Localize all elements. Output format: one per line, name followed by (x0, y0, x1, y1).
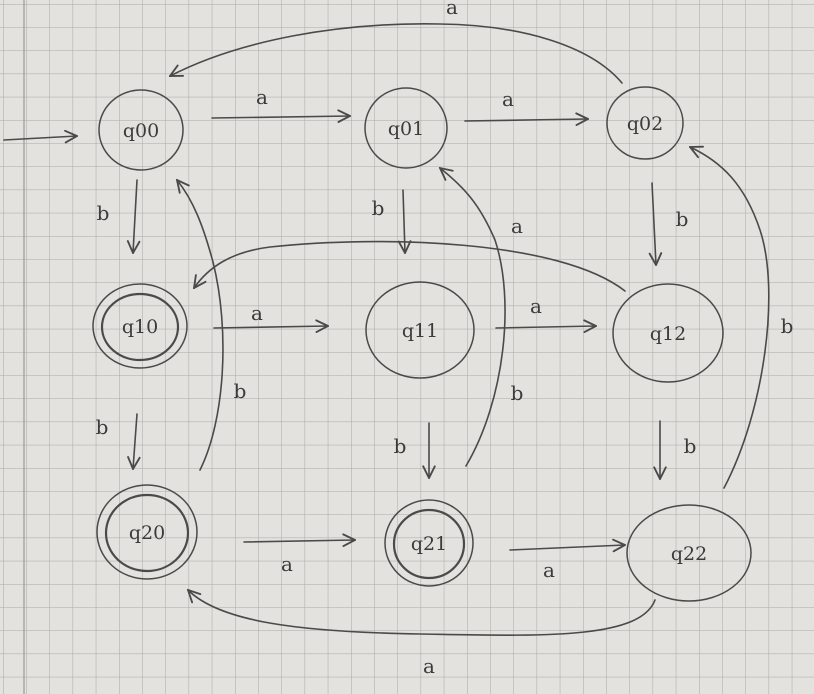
state-label: q11 (402, 320, 438, 342)
state-label: q10 (122, 316, 158, 338)
transition-symbol-q20-q21: a (281, 552, 293, 576)
transition-q00-q01 (211, 116, 350, 118)
transition-q02-q00 (170, 23, 623, 84)
transition-symbol-q01-q02: a (502, 87, 514, 111)
accepting-ring (392, 508, 466, 580)
state-q12: q12 (612, 283, 724, 383)
transition-symbol-q00-q10: b (97, 201, 110, 225)
transition-symbol-q10-q11: a (251, 301, 263, 325)
transition-q10-q11 (213, 326, 328, 328)
transition-symbol-q02-q00: a (446, 0, 458, 19)
transition-symbol-q12-q22: b (684, 434, 697, 458)
transition-q02-q12 (652, 182, 656, 265)
state-label: q01 (388, 118, 424, 140)
transition-symbol-q10-q20: b (96, 415, 109, 439)
transition-q21-q01 (440, 168, 506, 467)
transition-q20-q21 (243, 540, 355, 542)
transition-q22-q20 (188, 590, 656, 636)
state-circle (612, 283, 724, 383)
transition-symbol-q02-q12: b (676, 207, 689, 231)
start-arrow (3, 136, 77, 140)
state-label: q20 (129, 522, 165, 544)
transition-q11-q12 (495, 326, 596, 328)
state-q01: q01 (364, 87, 448, 169)
state-q22: q22 (626, 504, 752, 602)
state-label: q02 (627, 113, 663, 135)
state-circle (98, 89, 184, 171)
state-label: q22 (671, 543, 707, 565)
transition-symbol-q01-q11: b (372, 196, 385, 220)
transition-symbol-q20-q00: b (234, 379, 247, 403)
state-circle (364, 87, 448, 169)
transition-q00-q10 (133, 179, 137, 253)
state-circle (384, 499, 474, 587)
transition-q01-q02 (464, 119, 588, 121)
transition-q21-q22 (509, 545, 625, 550)
transition-symbol-q21-q22: a (543, 558, 555, 582)
transition-q12-q10 (194, 240, 626, 292)
state-q10: q10 (92, 283, 188, 369)
state-label: q00 (123, 120, 159, 142)
transition-symbol-q11-q12: a (530, 294, 542, 318)
transition-symbol-q12-q10: a (511, 214, 523, 238)
state-q11: q11 (365, 281, 475, 379)
state-label: q12 (650, 323, 686, 345)
transition-symbol-q21-q01: b (511, 381, 524, 405)
transition-q22-q02 (690, 147, 770, 489)
state-q21: q21 (384, 499, 474, 587)
state-q00: q00 (98, 89, 184, 171)
state-circle (626, 504, 752, 602)
transition-symbol-q11-q21: b (394, 434, 407, 458)
state-circle (96, 484, 198, 580)
state-circle (606, 86, 684, 160)
accepting-ring (104, 493, 190, 573)
accepting-ring (100, 292, 180, 362)
state-label: q21 (411, 533, 447, 555)
transition-q20-q00 (177, 180, 224, 471)
state-circle (365, 281, 475, 379)
state-q20: q20 (96, 484, 198, 580)
transition-q10-q20 (133, 413, 137, 469)
transition-symbol-q22-q20: a (423, 654, 435, 678)
state-q02: q02 (606, 86, 684, 160)
transition-symbol-q22-q02: b (781, 314, 794, 338)
state-circle (92, 283, 188, 369)
transition-symbol-q00-q01: a (256, 85, 268, 109)
